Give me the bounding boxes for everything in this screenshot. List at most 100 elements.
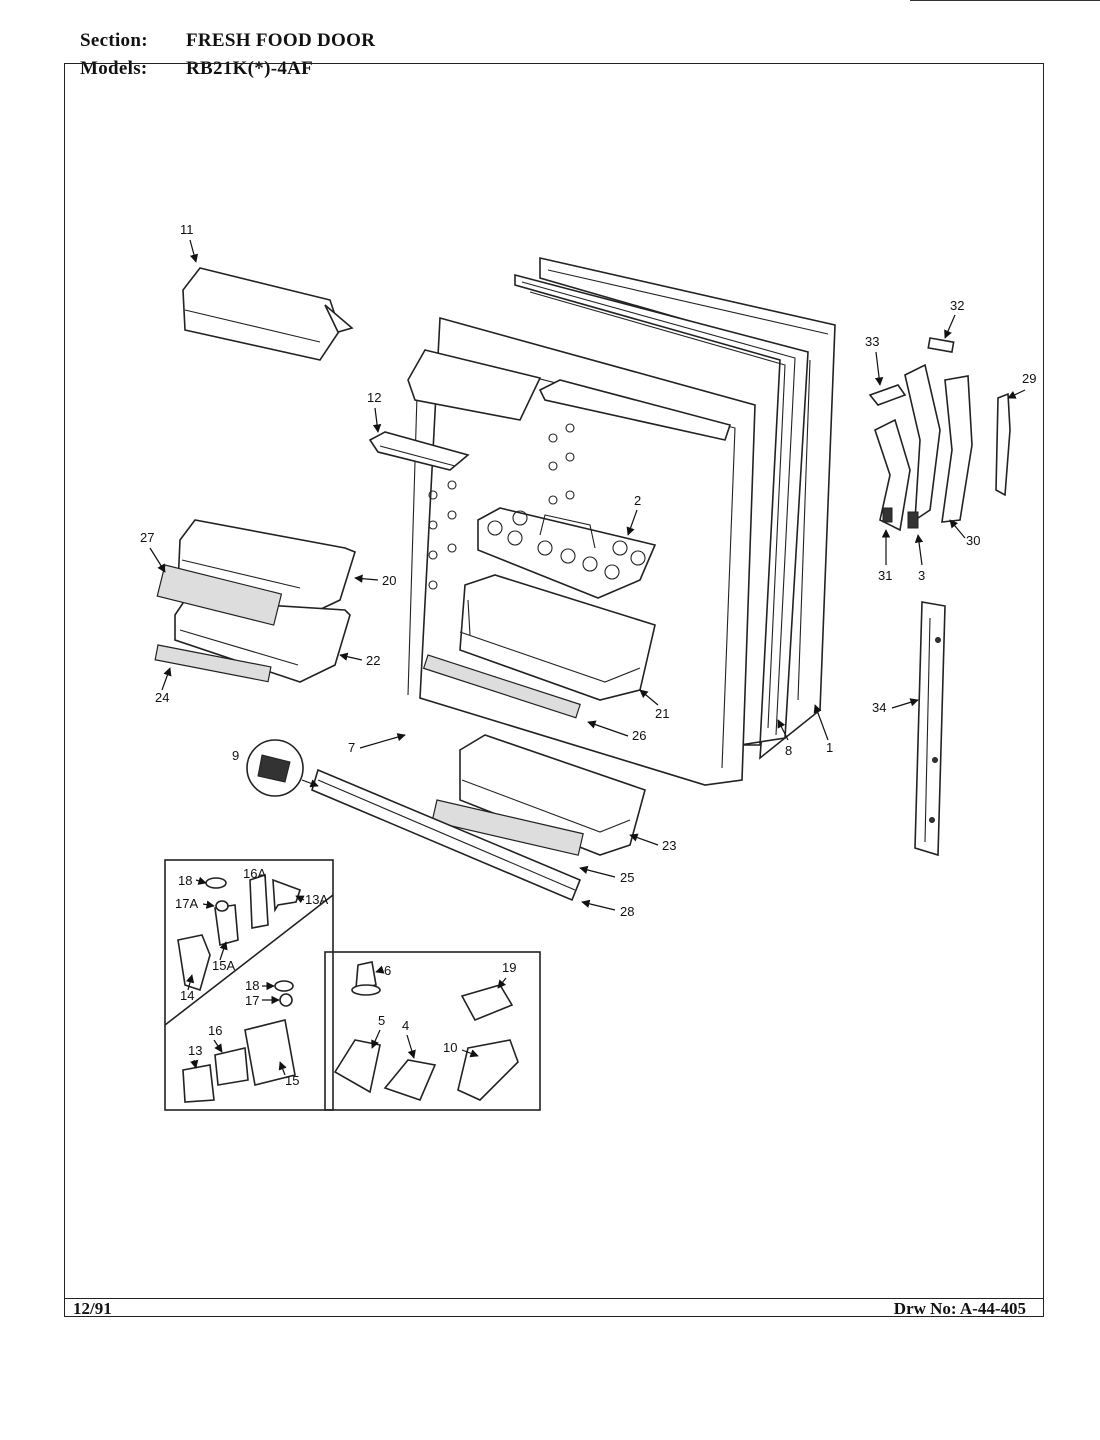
- callout-9: 9: [232, 748, 239, 763]
- bottom-door-bin: [459, 734, 646, 856]
- svg-text:4: 4: [402, 1018, 409, 1033]
- section-label: Section:: [80, 30, 148, 51]
- handle-end-cap: [246, 739, 319, 797]
- callout-26: 26: [587, 720, 646, 743]
- callout-15a: 15A: [212, 941, 235, 973]
- callout-17a: 17A: [175, 896, 215, 911]
- svg-text:13A: 13A: [305, 892, 328, 907]
- svg-text:33: 33: [865, 334, 879, 349]
- callout-2: 2: [626, 493, 641, 536]
- callout-34: 34: [872, 698, 919, 715]
- top-edge-line: [910, 0, 1100, 1]
- footer-divider: [64, 1298, 1044, 1299]
- svg-text:25: 25: [620, 870, 634, 885]
- callout-24: 24: [155, 667, 172, 705]
- callout-13: 13: [188, 1043, 202, 1069]
- svg-text:18: 18: [178, 873, 192, 888]
- callout-33: 33: [865, 334, 884, 386]
- shelf-handle: [368, 431, 470, 471]
- callout-15: 15: [278, 1061, 299, 1088]
- svg-text:22: 22: [366, 653, 380, 668]
- callout-17: 17: [245, 993, 280, 1008]
- callout-11: 11: [180, 222, 199, 263]
- callout-27: 27: [140, 530, 166, 573]
- callout-25: 25: [579, 865, 634, 885]
- svg-text:23: 23: [662, 838, 676, 853]
- callout-6: 6: [375, 963, 391, 978]
- callout-28: 28: [581, 899, 634, 919]
- callout-21: 21: [639, 689, 669, 721]
- callout-5: 5: [371, 1013, 385, 1049]
- svg-text:16A: 16A: [243, 866, 266, 881]
- outer-door-panel: [539, 256, 836, 760]
- footer-date: 12/91: [73, 1299, 112, 1318]
- svg-text:19: 19: [502, 960, 516, 975]
- svg-text:5: 5: [378, 1013, 385, 1028]
- callout-1: 1: [813, 704, 833, 755]
- svg-text:27: 27: [140, 530, 154, 545]
- svg-text:21: 21: [655, 706, 669, 721]
- egg-tray: [477, 507, 657, 599]
- trim-strip-26: [422, 654, 581, 719]
- callout-31: 31: [878, 529, 892, 583]
- drawing-frame: [64, 63, 1044, 1317]
- svg-text:34: 34: [872, 700, 886, 715]
- svg-text:29: 29: [1022, 371, 1036, 386]
- svg-text:31: 31: [878, 568, 892, 583]
- callout-23: 23: [629, 833, 676, 853]
- callout-22: 22: [339, 652, 380, 668]
- inset-misc-parts: [324, 951, 541, 1111]
- callout-12: 12: [367, 390, 381, 433]
- callout-16: 16: [208, 1023, 223, 1053]
- svg-text:11: 11: [180, 222, 194, 237]
- svg-text:13: 13: [188, 1043, 202, 1058]
- svg-text:3: 3: [918, 568, 925, 583]
- hinge-parts: [868, 337, 1011, 532]
- svg-text:1: 1: [826, 740, 833, 755]
- svg-text:26: 26: [632, 728, 646, 743]
- dairy-compartment-door: [182, 267, 354, 361]
- svg-text:28: 28: [620, 904, 634, 919]
- svg-text:17A: 17A: [175, 896, 198, 911]
- callout-18b: 18: [245, 978, 275, 993]
- svg-text:6: 6: [384, 963, 391, 978]
- callout-32: 32: [944, 298, 964, 339]
- callout-16a: 16A: [243, 866, 266, 881]
- svg-text:9: 9: [232, 748, 239, 763]
- svg-text:8: 8: [785, 743, 792, 758]
- bin-trim-27: [156, 564, 283, 626]
- callout-3: 3: [914, 534, 925, 583]
- svg-text:30: 30: [966, 533, 980, 548]
- callout-18a: 18: [178, 873, 207, 888]
- svg-text:7: 7: [348, 740, 355, 755]
- svg-text:32: 32: [950, 298, 964, 313]
- callout-4: 4: [402, 1018, 416, 1059]
- callout-7: 7: [348, 733, 406, 755]
- door-gasket: [514, 273, 809, 746]
- svg-text:14: 14: [180, 988, 194, 1003]
- callout-13a: 13A: [295, 892, 328, 907]
- door-vertical-trim: [914, 601, 946, 857]
- svg-text:12: 12: [367, 390, 381, 405]
- svg-text:24: 24: [155, 690, 169, 705]
- section-title: FRESH FOOD DOOR: [186, 30, 376, 51]
- callout-20: 20: [354, 573, 396, 588]
- callout-30: 30: [949, 519, 980, 548]
- callout-10: 10: [443, 1040, 479, 1058]
- svg-text:10: 10: [443, 1040, 457, 1055]
- callout-8: 8: [777, 719, 792, 758]
- bin-trim-24: [154, 644, 272, 683]
- trim-strip-25: [431, 799, 584, 856]
- svg-text:15A: 15A: [212, 958, 235, 973]
- svg-text:20: 20: [382, 573, 396, 588]
- svg-text:2: 2: [634, 493, 641, 508]
- callout-29: 29: [1007, 371, 1036, 399]
- svg-text:15: 15: [285, 1073, 299, 1088]
- callout-14: 14: [180, 974, 194, 1003]
- svg-text:16: 16: [208, 1023, 222, 1038]
- callout-19: 19: [497, 960, 516, 989]
- svg-text:17: 17: [245, 993, 259, 1008]
- liner-dimples: [428, 423, 575, 590]
- svg-text:18: 18: [245, 978, 259, 993]
